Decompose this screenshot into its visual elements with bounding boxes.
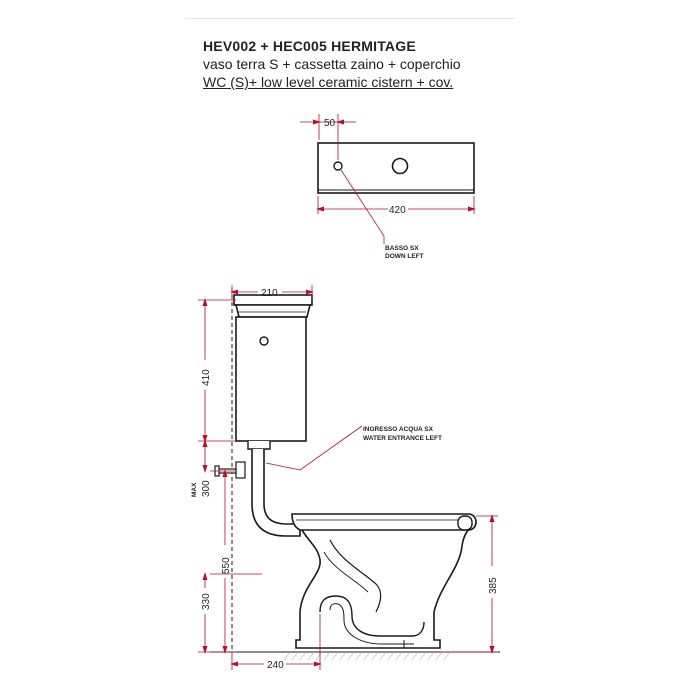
toilet-bowl: [295, 519, 471, 649]
note-down-left-it: BASSO SX: [385, 245, 419, 252]
leader-down-left: [340, 169, 385, 244]
description-italian: vaso terra S + cassetta zaino + coperchi…: [203, 56, 461, 72]
top-view: 50 420 BASSO SX DOWN LEFT: [300, 114, 476, 260]
dim-cistern-depth-label: 210: [261, 288, 278, 299]
cistern-side: [233, 294, 313, 442]
dim-inlet-height-label: 550: [221, 557, 232, 574]
dimension-cistern-width: [316, 196, 476, 214]
dimension-bowl-height: [440, 514, 498, 654]
note-water-entrance-en: WATER ENTRANCE LEFT: [363, 435, 442, 442]
cistern-top-outline: [317, 142, 475, 194]
dim-hole-offset-label: 50: [324, 118, 336, 129]
top-rule: [185, 18, 515, 19]
dim-cistern-height-label: 410: [201, 369, 212, 386]
dim-outlet-height-label: 330: [201, 593, 212, 610]
leader-water-entrance: [265, 425, 363, 471]
dimension-cistern-depth: [230, 285, 314, 300]
dim-bowl-height-label: 385: [488, 577, 499, 594]
toilet-seat: [291, 513, 477, 531]
dimension-hole-offset: [300, 114, 356, 160]
cistern-left-hole: [333, 161, 343, 171]
note-water-entrance-it: INGRESSO ACQUA SX: [363, 426, 434, 433]
dim-outlet-distance-label: 240: [267, 660, 284, 671]
max-label: MAX: [191, 482, 198, 497]
floor-hatch: [283, 651, 451, 661]
side-view: 210 410 300 MAX 550: [191, 285, 500, 671]
dim-cistern-width-label: 420: [389, 205, 406, 216]
dimension-outlet-distance: [230, 614, 322, 670]
s-trap: [319, 595, 425, 637]
product-code: HEV002 + HEC005 HERMITAGE: [203, 38, 416, 54]
title-block: HEV002 + HEC005 HERMITAGE vaso terra S +…: [203, 37, 533, 91]
dim-inlet-offset-label: 300: [201, 480, 212, 497]
cistern-button: [259, 336, 269, 346]
description-english: WC (S)+ low level ceramic cistern + cov.: [203, 74, 454, 90]
water-inlet: [214, 461, 246, 479]
dimension-outlet-height: [202, 572, 262, 654]
note-down-left-en: DOWN LEFT: [385, 253, 424, 260]
flush-button-hole: [391, 157, 409, 175]
